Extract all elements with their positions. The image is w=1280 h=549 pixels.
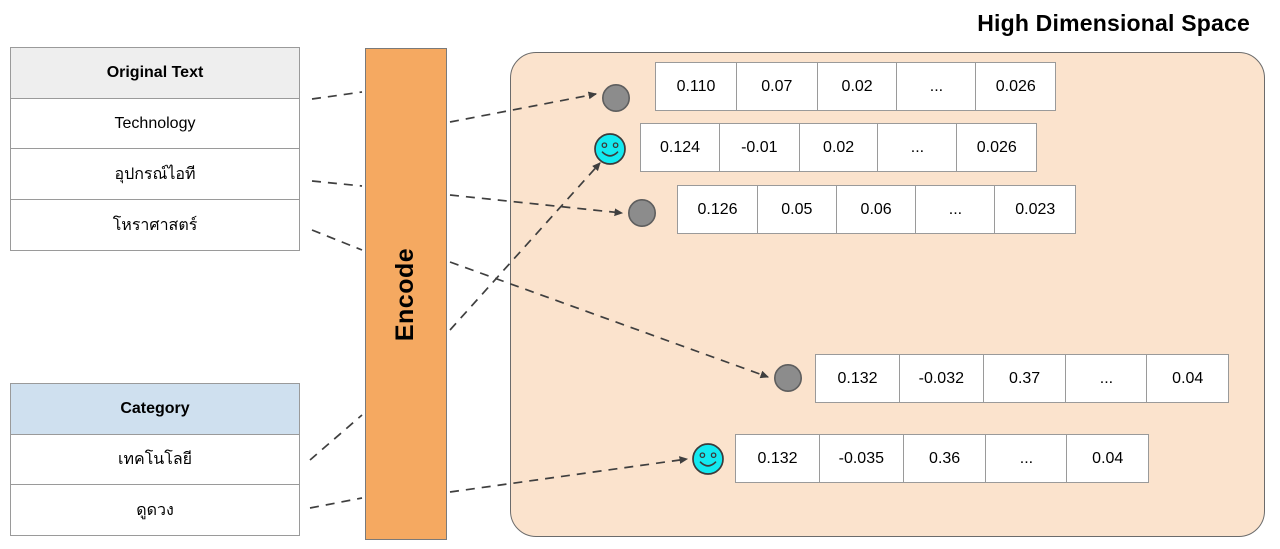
vector-cell: 0.07 [735,62,818,111]
vector-cell: 0.126 [677,185,758,234]
vector-row: 0.126 0.05 0.06 ... 0.023 [677,185,1077,234]
vector-cell: 0.110 [655,62,737,111]
vector-cell: 0.026 [956,123,1038,172]
gray-circle-marker [600,82,632,114]
category-table: Category เทคโนโลยี ดูดวง [10,382,300,537]
gray-circle-marker [626,197,658,229]
vector-cell: 0.132 [815,354,900,403]
vector-cell: 0.04 [1066,434,1150,483]
category-table-header: Category [10,382,300,435]
vector-cell: 0.124 [640,123,720,172]
gray-circle-marker [772,362,804,394]
vector-cell: -0.035 [818,434,904,483]
table-row[interactable]: เทคโนโลยี [10,433,300,486]
cyan-smiley-marker [690,441,726,477]
vector-cell: 0.026 [975,62,1057,111]
table-row[interactable]: Technology [10,97,300,150]
vector-cell: 0.02 [816,62,898,111]
vector-row: 0.132 -0.032 0.37 ... 0.04 [815,354,1230,403]
encode-block[interactable]: Encode [365,48,447,540]
vector-cell: 0.04 [1146,354,1230,403]
vector-row: 0.110 0.07 0.02 ... 0.026 [655,62,1057,111]
vector-cell: 0.132 [735,434,820,483]
original-text-table-header: Original Text [10,46,300,99]
connector-astrology-to-encode [311,229,363,251]
original-text-table: Original Text Technology อุปกรณ์ไอที โหร… [10,46,300,252]
vector-cell: 0.02 [798,123,879,172]
connector-itdevice-to-encode [311,180,363,187]
vector-cell: 0.023 [994,185,1077,234]
vector-cell-ellipsis: ... [1065,354,1148,403]
vector-cell: -0.032 [898,354,984,403]
page-title: High Dimensional Space [977,10,1250,36]
connector-technology-to-encode [311,91,363,100]
vector-cell-ellipsis: ... [896,62,977,111]
vector-cell: 0.36 [902,434,987,483]
table-row[interactable]: ดูดวง [10,484,300,537]
vector-cell: 0.37 [982,354,1067,403]
vector-cell-ellipsis: ... [877,123,958,172]
encode-label: Encode [391,247,420,341]
connector-technology-category-to-encode [309,414,363,461]
table-row[interactable]: โหราศาสตร์ [10,199,300,252]
vector-cell: -0.01 [718,123,800,172]
vector-row: 0.124 -0.01 0.02 ... 0.026 [640,123,1038,172]
connector-fortune-to-encode [309,497,363,509]
vector-cell-ellipsis: ... [915,185,996,234]
vector-cell-ellipsis: ... [985,434,1068,483]
vector-cell: 0.05 [756,185,837,234]
table-row[interactable]: อุปกรณ์ไอที [10,148,300,201]
cyan-smiley-marker [592,131,628,167]
vector-cell: 0.06 [835,185,917,234]
vector-row: 0.132 -0.035 0.36 ... 0.04 [735,434,1150,483]
